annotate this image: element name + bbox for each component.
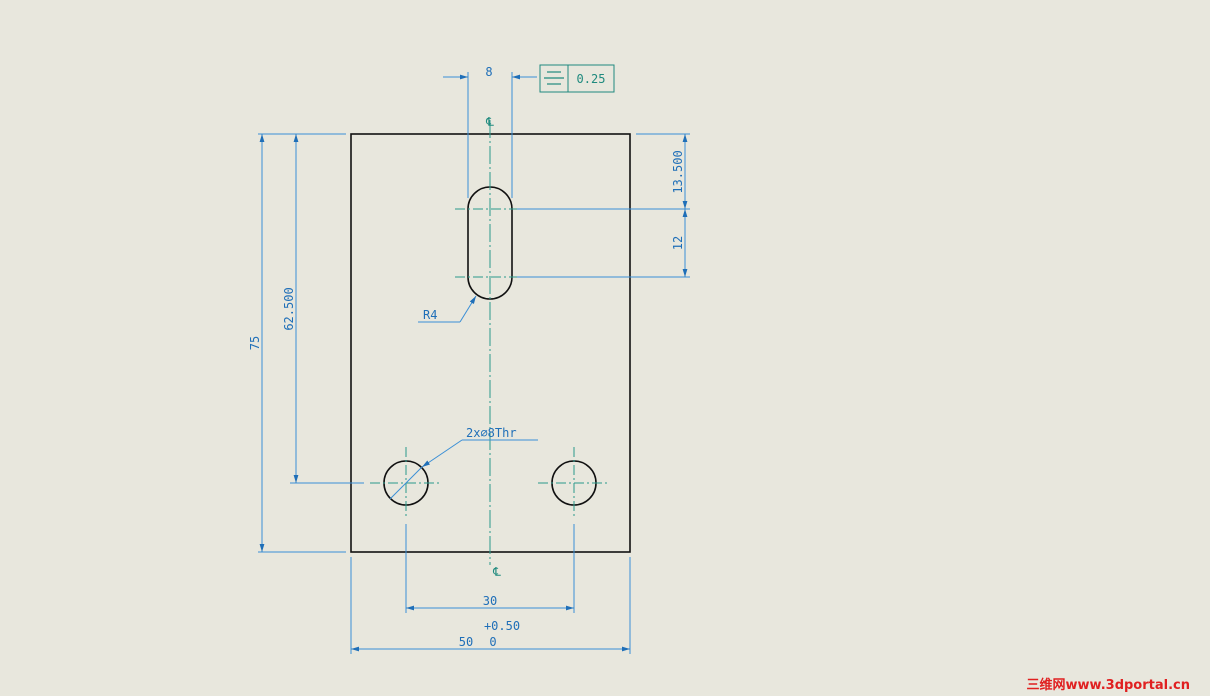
dim-slot-width-value: 8 [485,65,492,79]
dim-overall-height-value: 75 [248,336,262,350]
dim-width-tol-lower: 0 [489,635,496,649]
dim-slot-offset-value: 13.500 [671,150,685,193]
centerline-symbol-top: ℄ [485,115,494,129]
dim-slot-length-value: 12 [671,236,685,250]
dim-hole-spacing-value: 30 [483,594,497,608]
dim-overall-height [258,133,346,553]
centerlines [370,120,610,565]
fcf-symmetry: 0.25 [539,64,615,93]
dim-radius-value: R4 [423,308,437,322]
dim-slot-width [443,72,537,198]
dim-hole-height [290,134,364,484]
centerline-symbol-bottom: ℄ [492,565,501,579]
dim-slot-offset [517,133,690,278]
watermark: 三维网www.3dportal.cn [1027,677,1190,693]
dim-hole-callout: 2x∅8Thr [466,426,517,440]
dim-hole-height-value: 62.500 [282,287,296,330]
dim-width-tol-upper: +0.50 [484,619,520,633]
dim-overall-width [350,557,631,654]
dim-radius-leader [418,295,477,323]
dim-hole-spacing [405,524,575,613]
fcf-tolerance: 0.25 [577,72,606,86]
dim-overall-width-value: 50 [459,635,473,649]
dim-hole-leader [389,439,538,500]
symmetry-icon [544,71,564,85]
